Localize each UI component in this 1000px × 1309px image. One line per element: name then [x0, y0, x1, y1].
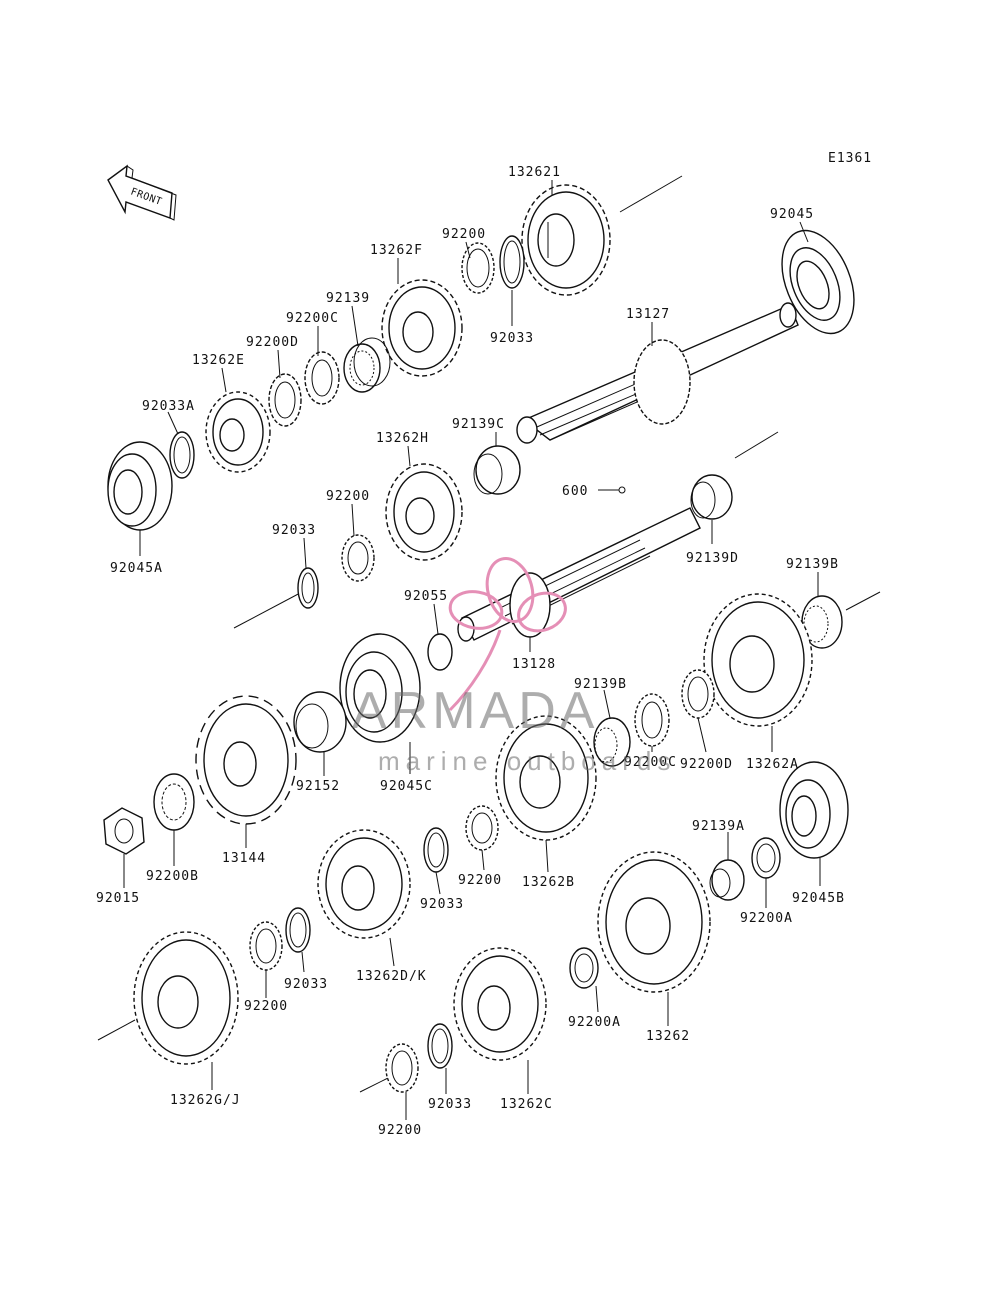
label-13144: 13144 — [222, 851, 266, 866]
washer-92200C-right — [634, 693, 670, 747]
label-92200-top: 92200 — [442, 227, 486, 242]
needle-bearing-92139B-center — [593, 717, 631, 767]
gear-13262E — [205, 391, 271, 473]
part-labels: 132621 92045 13262F 92200 92139 92200C 9… — [96, 165, 845, 1138]
gear-13262C — [453, 947, 547, 1061]
washer-92200A-right — [751, 837, 781, 879]
label-92033A: 92033A — [142, 399, 195, 414]
label-92139D: 92139D — [686, 551, 739, 566]
gear-13262B — [495, 715, 597, 841]
bushing-92139A — [709, 859, 745, 901]
collar-92152 — [293, 691, 347, 753]
gear-13262A — [703, 593, 813, 727]
label-13127: 13127 — [626, 307, 670, 322]
watermark-logo-icon — [448, 557, 567, 712]
bearing-92045 — [781, 229, 855, 335]
label-92033-low: 92033 — [420, 897, 464, 912]
label-13262A: 13262A — [746, 757, 799, 772]
label-92045C: 92045C — [380, 779, 433, 794]
oring-92055 — [427, 633, 453, 671]
washer-92200C-top — [304, 351, 340, 405]
front-arrow-icon: FRONT — [107, 164, 177, 221]
needle-bearing-92139 — [343, 337, 391, 393]
label-92200-bottom-left: 92200 — [244, 999, 288, 1014]
washer-92200D-right — [681, 669, 715, 719]
label-92200A-bottom: 92200A — [568, 1015, 621, 1030]
circlip-92033-last — [427, 1023, 453, 1069]
washer-92200-top — [461, 242, 495, 294]
label-92033-bottom: 92033 — [284, 977, 328, 992]
watermark-subtitle: marine outboards — [378, 746, 676, 776]
label-13262GJ: 13262G/J — [170, 1093, 241, 1108]
label-600: 600 — [562, 484, 588, 499]
bearing-92045C — [339, 633, 421, 743]
label-92139A: 92139A — [692, 819, 745, 834]
watermark-title: ARMADA — [352, 682, 598, 740]
label-13262C: 13262C — [500, 1097, 553, 1112]
label-92200D-right: 92200D — [680, 757, 733, 772]
label-92033-top: 92033 — [490, 331, 534, 346]
label-92152: 92152 — [296, 779, 340, 794]
gear-13262F — [381, 279, 463, 377]
label-92200B: 92200B — [146, 869, 199, 884]
shaft-13127 — [516, 302, 799, 444]
bearing-92045B — [779, 761, 849, 859]
washer-92200-bottom-left — [249, 921, 283, 971]
label-92055: 92055 — [404, 589, 448, 604]
label-92045B: 92045B — [792, 891, 845, 906]
washer-92200B — [153, 773, 195, 831]
nut-92015 — [103, 807, 145, 855]
bushing-92139C — [473, 445, 521, 495]
label-13262: 13262 — [646, 1029, 690, 1044]
washer-92200A-bottom — [569, 947, 599, 989]
label-92139: 92139 — [326, 291, 370, 306]
label-92139B-center: 92139B — [574, 677, 627, 692]
circlip-92033-top — [499, 235, 525, 289]
label-13128: 13128 — [512, 657, 556, 672]
label-92139B-right: 92139B — [786, 557, 839, 572]
washer-92200-mid — [341, 534, 375, 582]
label-92200-low: 92200 — [458, 873, 502, 888]
label-92033-last: 92033 — [428, 1097, 472, 1112]
sprocket-13144 — [195, 695, 297, 825]
label-92200-last: 92200 — [378, 1123, 422, 1138]
shaft-13128 — [457, 507, 701, 642]
label-13262B: 13262B — [522, 875, 575, 890]
watermark: ARMADA marine outboards — [352, 557, 676, 776]
label-13262E: 13262E — [192, 353, 245, 368]
label-92045A: 92045A — [110, 561, 163, 576]
label-92200C-right: 92200C — [624, 755, 677, 770]
gear-13262 — [597, 851, 711, 993]
leader-lines — [123, 180, 821, 1120]
label-92045: 92045 — [770, 207, 814, 222]
label-92200C-top: 92200C — [286, 311, 339, 326]
washer-92200-low — [465, 805, 499, 851]
circlip-92033-bottom — [285, 907, 311, 953]
circlip-92033A — [169, 431, 195, 479]
gear-13262DK — [317, 829, 411, 939]
label-13262F: 13262F — [370, 243, 423, 258]
label-92015: 92015 — [96, 891, 140, 906]
axis-guides — [97, 175, 881, 1093]
label-13262H: 13262H — [376, 431, 429, 446]
washer-92200-last — [385, 1043, 419, 1093]
label-92033-mid: 92033 — [272, 523, 316, 538]
circlip-92033-mid — [297, 567, 319, 609]
label-92200-mid: 92200 — [326, 489, 370, 504]
label-92200A-right: 92200A — [740, 911, 793, 926]
circlip-92033-low — [423, 827, 449, 873]
label-13262DK: 13262D/K — [356, 969, 427, 984]
label-92139C: 92139C — [452, 417, 505, 432]
diagram-code: E1361 — [828, 151, 872, 166]
label-132621: 132621 — [508, 165, 561, 180]
label-92200D-top: 92200D — [246, 335, 299, 350]
gear-13262H — [385, 463, 463, 561]
gear-132621 — [521, 184, 611, 296]
washer-92200D-top — [268, 373, 302, 427]
bushing-92139D — [690, 474, 733, 520]
gear-13262GJ — [133, 931, 239, 1065]
bearing-92045A — [107, 441, 173, 531]
